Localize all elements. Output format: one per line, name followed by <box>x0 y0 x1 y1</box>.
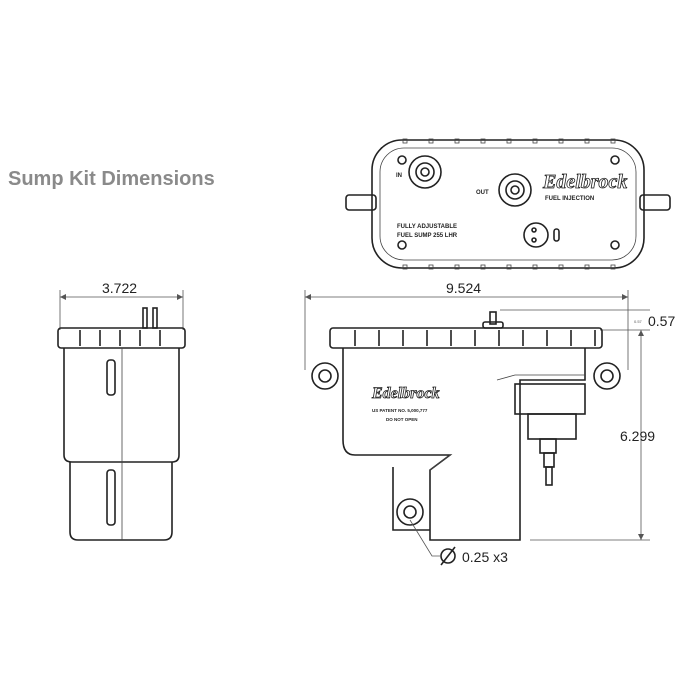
front-width-dimension: 9.524 <box>446 280 481 296</box>
lid-height-dimension: 0.57 <box>648 313 675 329</box>
lid-notch <box>584 138 590 144</box>
top-view: IN OUT Edelbrock FUEL INJECTION FULLY AD… <box>345 138 671 270</box>
lid-notch <box>506 264 512 270</box>
label-line-1: FULLY ADJUSTABLE <box>397 224 457 230</box>
label-line-2: FUEL SUMP 255 LHR <box>397 233 458 239</box>
lid-notch <box>402 264 408 270</box>
lid-notch <box>428 138 434 144</box>
brand-subtitle: FUEL INJECTION <box>545 196 594 202</box>
lid-notch <box>480 264 486 270</box>
lid-notch <box>532 138 538 144</box>
lid-dimension-small: 0.57 <box>634 319 643 324</box>
lid-notch <box>480 138 486 144</box>
lid-notch <box>584 264 590 270</box>
lid-notch <box>558 138 564 144</box>
hole-diameter-dimension: 0.25 x3 <box>462 549 508 565</box>
lid-notch <box>610 264 616 270</box>
front-height-dimension: 6.299 <box>620 428 655 444</box>
lid-notch <box>428 264 434 270</box>
brand-logo: Edelbrock <box>542 171 627 193</box>
lid-notch <box>610 138 616 144</box>
front-brand-logo: Edelbrock <box>371 385 440 402</box>
lid-notch <box>454 138 460 144</box>
front-view: 9.524 0.57 0.57 6.299 Edelbrock US PATEN… <box>304 280 675 566</box>
lid-notch <box>402 138 408 144</box>
side-view: 3.722 <box>57 280 186 541</box>
page-title: Sump Kit Dimensions <box>8 168 215 190</box>
lid-notch <box>506 138 512 144</box>
lid-notch <box>558 264 564 270</box>
side-width-dimension: 3.722 <box>102 280 137 296</box>
warning-text: DO NOT OPEN <box>386 417 418 422</box>
lid-notch <box>532 264 538 270</box>
lid-notch <box>454 264 460 270</box>
patent-text: US PATENT NO. 5,000,777 <box>372 408 428 413</box>
port-in-label: IN <box>396 173 402 179</box>
port-out-label: OUT <box>476 190 489 196</box>
